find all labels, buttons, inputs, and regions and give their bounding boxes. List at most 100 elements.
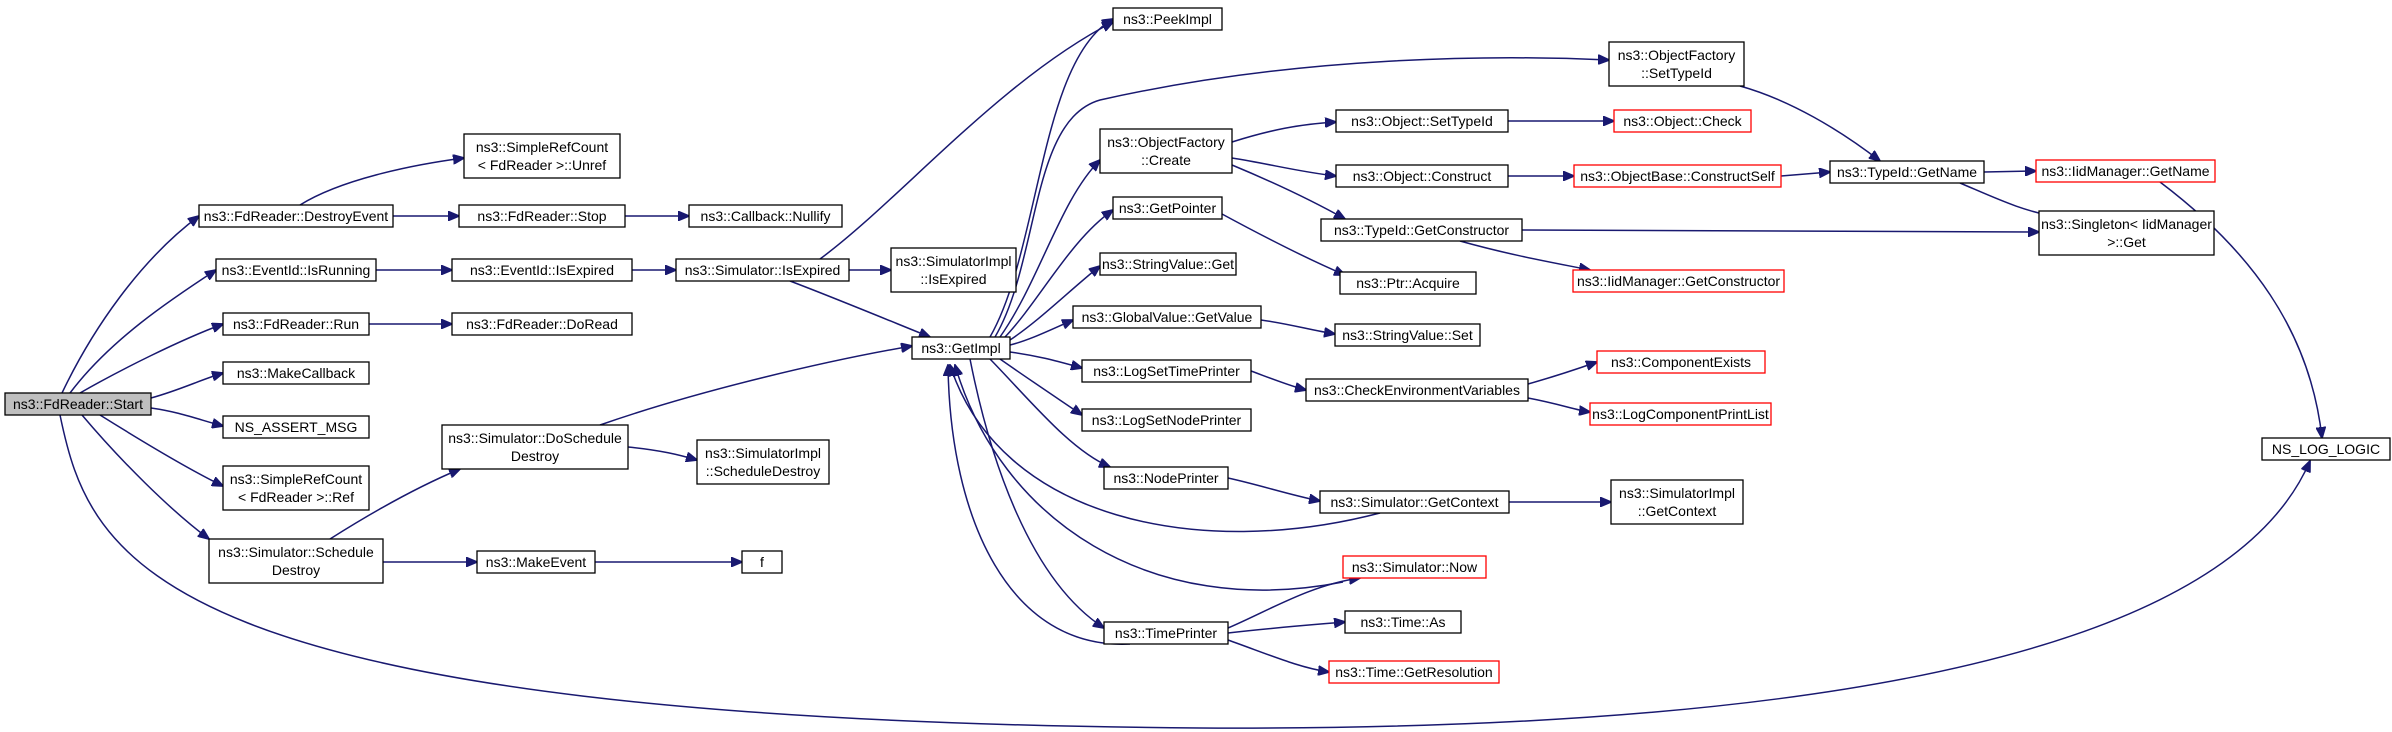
node-label: >::Get [2107, 234, 2146, 250]
edge-line [1527, 362, 1597, 385]
edge-ofCreate-to-objConstruct [1231, 157, 1336, 176]
node-start[interactable]: ns3::FdReader::Start [4, 392, 152, 416]
node-simNow[interactable]: ns3::Simulator::Now [1342, 555, 1487, 579]
node-doRead[interactable]: ns3::FdReader::DoRead [451, 312, 633, 336]
node-implIsExpired[interactable]: ns3::SimulatorImpl::IsExpired [890, 247, 1017, 293]
node-box [476, 550, 596, 574]
node-makeEvent[interactable]: ns3::MakeEvent [476, 550, 596, 574]
edge-typeIdGetCons-to-singletonGet [1521, 230, 2039, 232]
node-isExpiredE[interactable]: ns3::EventId::IsExpired [451, 258, 633, 282]
node-destroyEvent[interactable]: ns3::FdReader::DestroyEvent [198, 204, 394, 228]
edge-logSetTime-to-checkEnv [1250, 370, 1306, 390]
node-strValGet[interactable]: ns3::StringValue::Get [1099, 252, 1237, 276]
node-isRunning[interactable]: ns3::EventId::IsRunning [215, 258, 377, 282]
node-label: ns3::GlobalValue::GetValue [1082, 309, 1253, 325]
node-label: ns3::EventId::IsRunning [222, 262, 371, 278]
edge-timePrinter-to-simNow [1227, 578, 1360, 629]
node-schedDestroy[interactable]: ns3::Simulator::ScheduleDestroy [208, 538, 384, 584]
node-box [1319, 490, 1510, 514]
node-timeAs[interactable]: ns3::Time::As [1344, 610, 1462, 634]
node-iidGetCons[interactable]: ns3::IidManager::GetConstructor [1572, 269, 1785, 293]
edge-line [994, 58, 1609, 338]
node-objSetTypeId[interactable]: ns3::Object::SetTypeId [1335, 109, 1509, 133]
edge-checkEnv-to-compExists [1527, 362, 1597, 385]
node-label: ns3::StringValue::Set [1342, 327, 1473, 343]
node-logSetNode[interactable]: ns3::LogSetNodePrinter [1081, 408, 1252, 432]
node-compExists[interactable]: ns3::ComponentExists [1596, 350, 1766, 374]
node-simGetContext[interactable]: ns3::Simulator::GetContext [1319, 490, 1510, 514]
edge-nodePrinter-to-simGetContext [1227, 477, 1320, 501]
node-label: Destroy [272, 562, 320, 578]
node-logSetTime[interactable]: ns3::LogSetTimePrinter [1081, 359, 1252, 383]
node-typeIdGetCons[interactable]: ns3::TypeId::GetConstructor [1320, 218, 1523, 242]
node-run[interactable]: ns3::FdReader::Run [222, 312, 370, 336]
edge-start-to-refCountRef [99, 414, 223, 486]
edge-getImpl-to-peekImpl [989, 19, 1113, 338]
node-implGetContext[interactable]: ns3::SimulatorImpl::GetContext [1610, 479, 1744, 525]
node-checkEnv[interactable]: ns3::CheckEnvironmentVariables [1305, 378, 1529, 402]
node-makeCallback[interactable]: ns3::MakeCallback [222, 361, 370, 385]
node-label: ::SetTypeId [1641, 65, 1712, 81]
node-box [1596, 350, 1766, 374]
node-label: ::IsExpired [920, 271, 986, 287]
node-box [215, 258, 377, 282]
function-nodes: ns3::FdReader::Start ns3::FdReader::Destr… [4, 7, 2391, 684]
node-label: ns3::EventId::IsExpired [470, 262, 614, 278]
node-implSchedDestroy[interactable]: ns3::SimulatorImpl::ScheduleDestroy [696, 439, 830, 485]
edge-getImpl-to-ofSetTypeId [994, 58, 1609, 338]
node-singletonGet[interactable]: ns3::Singleton< IidManager>::Get [2038, 210, 2215, 256]
node-label: ns3::Simulator::IsExpired [685, 262, 841, 278]
edge-line [969, 358, 1104, 628]
node-nodePrinter[interactable]: ns3::NodePrinter [1103, 466, 1229, 490]
edge-line [1221, 213, 1345, 275]
edge-typeIdGetCons-to-iidGetCons [1459, 240, 1590, 270]
node-ptrAcquire[interactable]: ns3::Ptr::Acquire [1339, 271, 1477, 295]
node-objConstruct[interactable]: ns3::Object::Construct [1335, 164, 1509, 188]
node-label: ns3::Simulator::Now [1352, 559, 1478, 575]
edge-start-to-destroyEvent [61, 216, 199, 394]
node-ofCreate[interactable]: ns3::ObjectFactory::Create [1099, 128, 1233, 174]
node-label: ns3::Time::GetResolution [1335, 664, 1492, 680]
node-iidGetName[interactable]: ns3::IidManager::GetName [2035, 159, 2216, 183]
node-box [1320, 218, 1523, 242]
edge-line [1009, 351, 1082, 368]
node-logLogic[interactable]: NS_LOG_LOGIC [2261, 437, 2391, 461]
node-box [675, 258, 850, 282]
node-simIsExpired[interactable]: ns3::Simulator::IsExpired [675, 258, 850, 282]
edge-timePrinter-to-getImpl [948, 365, 1131, 645]
node-label: ns3::Callback::Nullify [701, 208, 831, 224]
node-timeGetRes[interactable]: ns3::Time::GetResolution [1328, 660, 1500, 684]
edge-line [1459, 240, 1590, 270]
node-label: ns3::LogSetNodePrinter [1092, 412, 1242, 428]
edge-line [989, 358, 1110, 467]
node-typeIdGetName[interactable]: ns3::TypeId::GetName [1829, 160, 1985, 184]
node-refCountUnref[interactable]: ns3::SimpleRefCount< FdReader >::Unref [463, 133, 621, 179]
node-getImpl[interactable]: ns3::GetImpl [911, 336, 1011, 360]
node-box [688, 204, 843, 228]
node-assertMsg[interactable]: NS_ASSERT_MSG [222, 415, 370, 439]
node-label: ns3::GetPointer [1119, 200, 1217, 216]
node-f[interactable]: f [741, 550, 783, 574]
node-logCompPrint[interactable]: ns3::LogComponentPrintList [1589, 402, 1772, 426]
node-box [451, 312, 633, 336]
node-gvGetValue[interactable]: ns3::GlobalValue::GetValue [1072, 305, 1262, 329]
node-stop[interactable]: ns3::FdReader::Stop [458, 204, 626, 228]
node-label: ns3::Ptr::Acquire [1356, 275, 1460, 291]
edge-line [599, 346, 912, 426]
node-getPointer[interactable]: ns3::GetPointer [1112, 196, 1223, 220]
node-strValSet[interactable]: ns3::StringValue::Set [1334, 323, 1481, 347]
node-timePrinter[interactable]: ns3::TimePrinter [1103, 621, 1229, 645]
node-objCheck[interactable]: ns3::Object::Check [1613, 109, 1752, 133]
node-box [1099, 252, 1237, 276]
node-label: ns3::NodePrinter [1113, 470, 1218, 486]
node-refCountRef[interactable]: ns3::SimpleRefCount< FdReader >::Ref [222, 465, 370, 511]
node-constructSelf[interactable]: ns3::ObjectBase::ConstructSelf [1573, 164, 1782, 188]
node-box [890, 247, 1017, 293]
node-ofSetTypeId[interactable]: ns3::ObjectFactory::SetTypeId [1608, 41, 1745, 87]
node-label: < FdReader >::Unref [478, 157, 607, 173]
edge-timePrinter-to-timeGetRes [1227, 639, 1329, 672]
node-peekImpl[interactable]: ns3::PeekImpl [1112, 7, 1223, 31]
node-nullify[interactable]: ns3::Callback::Nullify [688, 204, 843, 228]
